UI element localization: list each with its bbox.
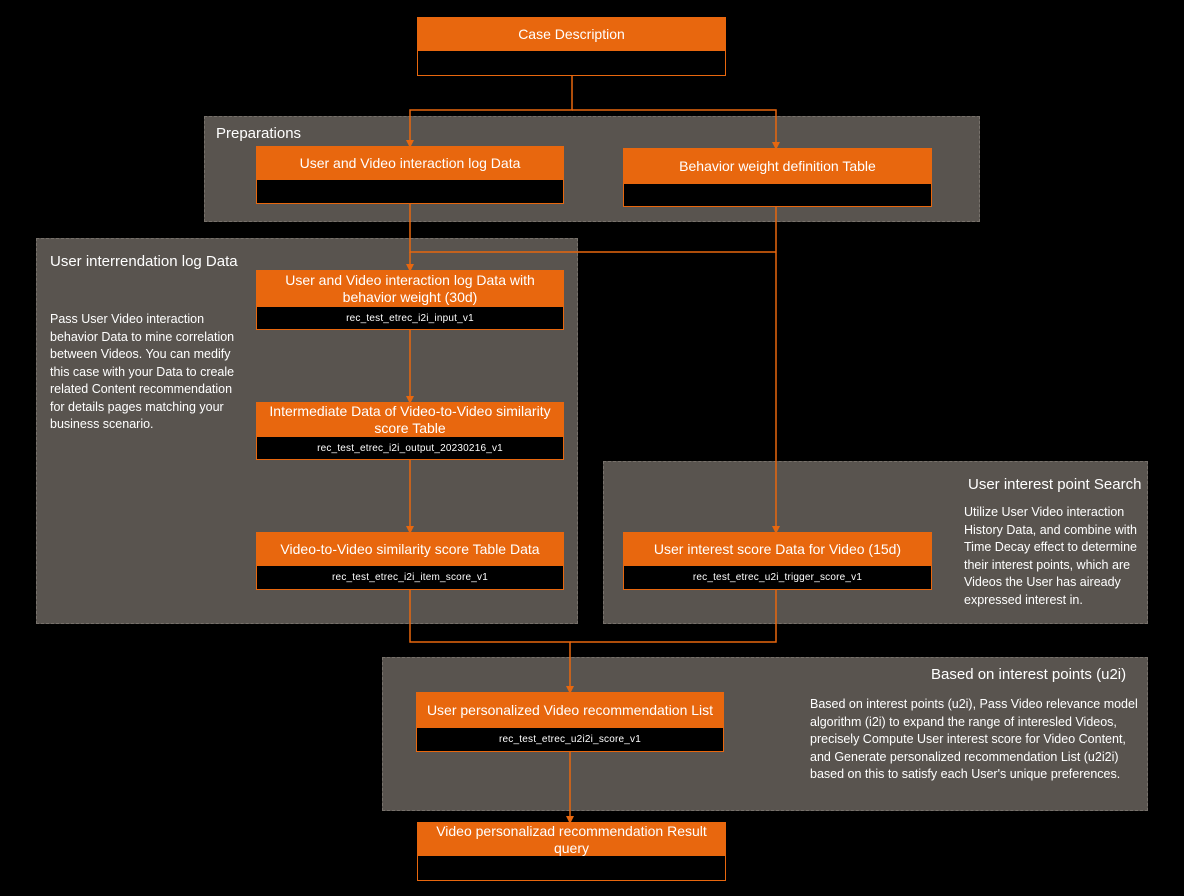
case-description-table [418,51,725,75]
log-with-weight-node[interactable]: User and Video interaction log Data with… [256,270,564,330]
personalized-list-title: User personalized Video recommendation L… [417,693,723,728]
interaction-log-node[interactable]: User and Video interaction log Data [256,146,564,204]
log-with-weight-title: User and Video interaction log Data with… [257,271,563,307]
behavior-weight-node[interactable]: Behavior weight definition Table [623,148,932,207]
behavior-weight-title: Behavior weight definition Table [624,149,931,184]
interest-score-table: rec_test_etrec_u2i_trigger_score_v1 [692,572,863,583]
intermediate-title: Intermediate Data of Video-to-Video simi… [257,403,563,437]
personalized-list-node[interactable]: User personalized Video recommendation L… [416,692,724,752]
interest-score-title: User interest score Data for Video (15d) [624,533,931,566]
interaction-log-title: User and Video interaction log Data [257,147,563,180]
intermediate-node[interactable]: Intermediate Data of Video-to-Video simi… [256,402,564,460]
interest-search-description: Utilize User Video interaction History D… [964,505,1137,607]
result-query-title: Video personalizad recommendation Result… [418,823,725,856]
log-data-panel-description: Pass User Video interaction behavior Dat… [50,312,235,431]
log-with-weight-table: rec_test_etrec_i2i_input_v1 [346,312,474,324]
interest-score-node[interactable]: User interest score Data for Video (15d)… [623,532,932,590]
interest-search-title: User interest point Search [968,476,1142,493]
preparations-title: Preparations [216,125,302,142]
u2i-title: Based on interest points (u2i) [931,666,1127,683]
case-description-title: Case Description [418,18,725,51]
behavior-weight-table [624,184,931,206]
similarity-table: rec_test_etrec_i2i_item_score_v1 [332,572,488,583]
intermediate-table: rec_test_etrec_i2i_output_20230216_v1 [317,442,503,454]
log-data-panel-title: User interrendation log Data [50,253,238,270]
similarity-title: Video-to-Video similarity score Table Da… [257,533,563,566]
result-query-table [418,856,725,880]
similarity-node[interactable]: Video-to-Video similarity score Table Da… [256,532,564,590]
case-description-node[interactable]: Case Description [417,17,726,76]
personalized-list-table: rec_test_etrec_u2i2i_score_v1 [499,734,641,745]
interaction-log-table [257,180,563,203]
result-query-node[interactable]: Video personalizad recommendation Result… [417,822,726,881]
u2i-description: Based on interest points (u2i), Pass Vid… [810,697,1138,781]
